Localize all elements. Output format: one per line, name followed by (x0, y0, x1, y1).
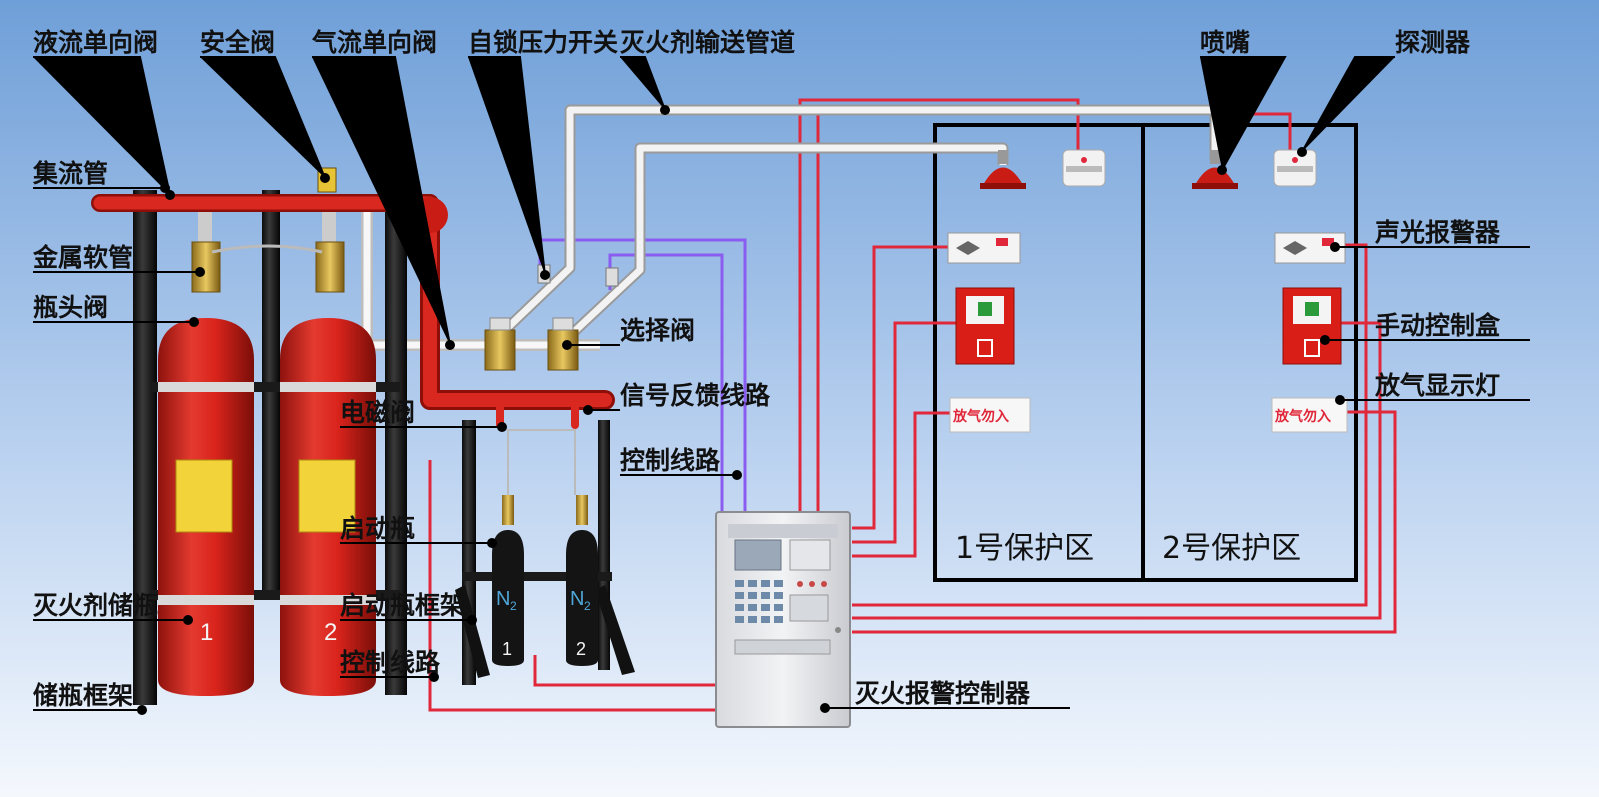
discharge-indicator-text-2: 放气勿入 (1274, 408, 1331, 425)
label-selector-valve: 选择阀 (620, 316, 695, 345)
starter-cylinder-1-number: 1 (502, 639, 512, 659)
storage-cylinder-2-number: 2 (324, 619, 337, 646)
wire-zone2-alarm (852, 243, 1368, 607)
label-storage-rack: 储瓶框架 (33, 681, 133, 710)
nozzle-zone-1 (980, 150, 1026, 189)
label-pressure-switch: 自锁压力开关 (468, 28, 618, 57)
wire-control-starter (533, 655, 720, 687)
selector-valve-2 (547, 317, 579, 371)
label-control-line-2: 控制线路 (340, 648, 441, 677)
label-starter-cylinder-frame: 启动瓶框架 (340, 591, 465, 620)
starter-cylinder-1-gas: N (496, 588, 510, 610)
zone-1-label: 1号保护区 (955, 531, 1094, 566)
selector-valve-1 (484, 317, 516, 371)
manual-control-box-zone-1 (955, 287, 1015, 365)
manual-control-box-zone-2 (1282, 287, 1342, 365)
label-agent-pipe: 灭火剂输送管道 (620, 28, 795, 57)
discharge-indicator-zone-2: 放气勿入 (1271, 397, 1348, 433)
label-liquid-check-valve: 液流单向阀 (33, 28, 158, 57)
wire-detector-1 (798, 98, 1080, 512)
label-audible-visual-alarm: 声光报警器 (1375, 218, 1501, 247)
starter-cylinder-2: N 2 2 (566, 495, 598, 666)
detector-zone-2 (1273, 149, 1317, 187)
label-metal-hose: 金属软管 (32, 243, 133, 272)
label-solenoid-valve: 电磁阀 (340, 398, 415, 427)
protection-zone-2 (1141, 123, 1358, 582)
labels: 液流单向阀 安全阀 气流单向阀 自锁压力开关 灭火剂输送管道 喷嘴 探测器 集流… (32, 28, 1501, 710)
wire-zone2-manual (852, 321, 1382, 620)
wire-zone2-indicator (852, 410, 1397, 634)
starter-cylinder-rack (455, 420, 635, 685)
fire-alarm-controller (715, 511, 851, 728)
protection-zones: 1号保护区 2号保护区 (933, 123, 1358, 582)
label-control-line-1: 控制线路 (620, 446, 721, 475)
label-signal-feedback-line: 信号反馈线路 (620, 381, 771, 410)
label-manifold: 集流管 (32, 159, 108, 188)
detector-zone-1 (1062, 149, 1106, 187)
agent-storage-cylinder-2: 2 (280, 212, 376, 696)
label-controller: 灭火报警控制器 (855, 679, 1031, 708)
storage-cylinder-1-number: 1 (200, 619, 213, 646)
starter-cylinder-2-number: 2 (576, 639, 586, 659)
audible-visual-alarm-zone-1 (947, 232, 1021, 264)
discharge-indicator-zone-1: 放气勿入 (949, 397, 1031, 433)
zone-2-label: 2号保护区 (1162, 531, 1301, 566)
leader-lines (33, 56, 1530, 715)
label-starter-cylinder: 启动瓶 (340, 514, 415, 543)
label-detector: 探测器 (1395, 28, 1471, 57)
starter-cylinder-1: N 2 1 (492, 495, 524, 666)
starter-cylinder-2-sub: 2 (584, 599, 591, 613)
starter-cylinder-2-gas: N (570, 588, 584, 610)
label-manual-control-box: 手动控制盒 (1375, 311, 1501, 340)
label-cylinder-valve: 瓶头阀 (33, 293, 108, 322)
starter-tubing (507, 429, 576, 495)
metal-hose (211, 244, 323, 254)
label-gas-check-valve: 气流单向阀 (311, 28, 437, 57)
label-agent-storage-cylinder: 灭火剂储瓶 (33, 591, 158, 620)
label-safety-valve: 安全阀 (200, 28, 275, 57)
label-discharge-indicator: 放气显示灯 (1374, 371, 1500, 400)
starter-cylinder-1-sub: 2 (510, 599, 517, 613)
wire-zone1-indicator (852, 411, 950, 558)
discharge-indicator-text-1: 放气勿入 (952, 408, 1009, 425)
wire-zone1-alarm (852, 245, 948, 530)
wire-zone1-manual (852, 321, 958, 544)
agent-storage-cylinder-1: 1 (158, 212, 254, 696)
label-nozzle: 喷嘴 (1200, 28, 1250, 57)
pressure-switch-body-2 (605, 267, 619, 287)
